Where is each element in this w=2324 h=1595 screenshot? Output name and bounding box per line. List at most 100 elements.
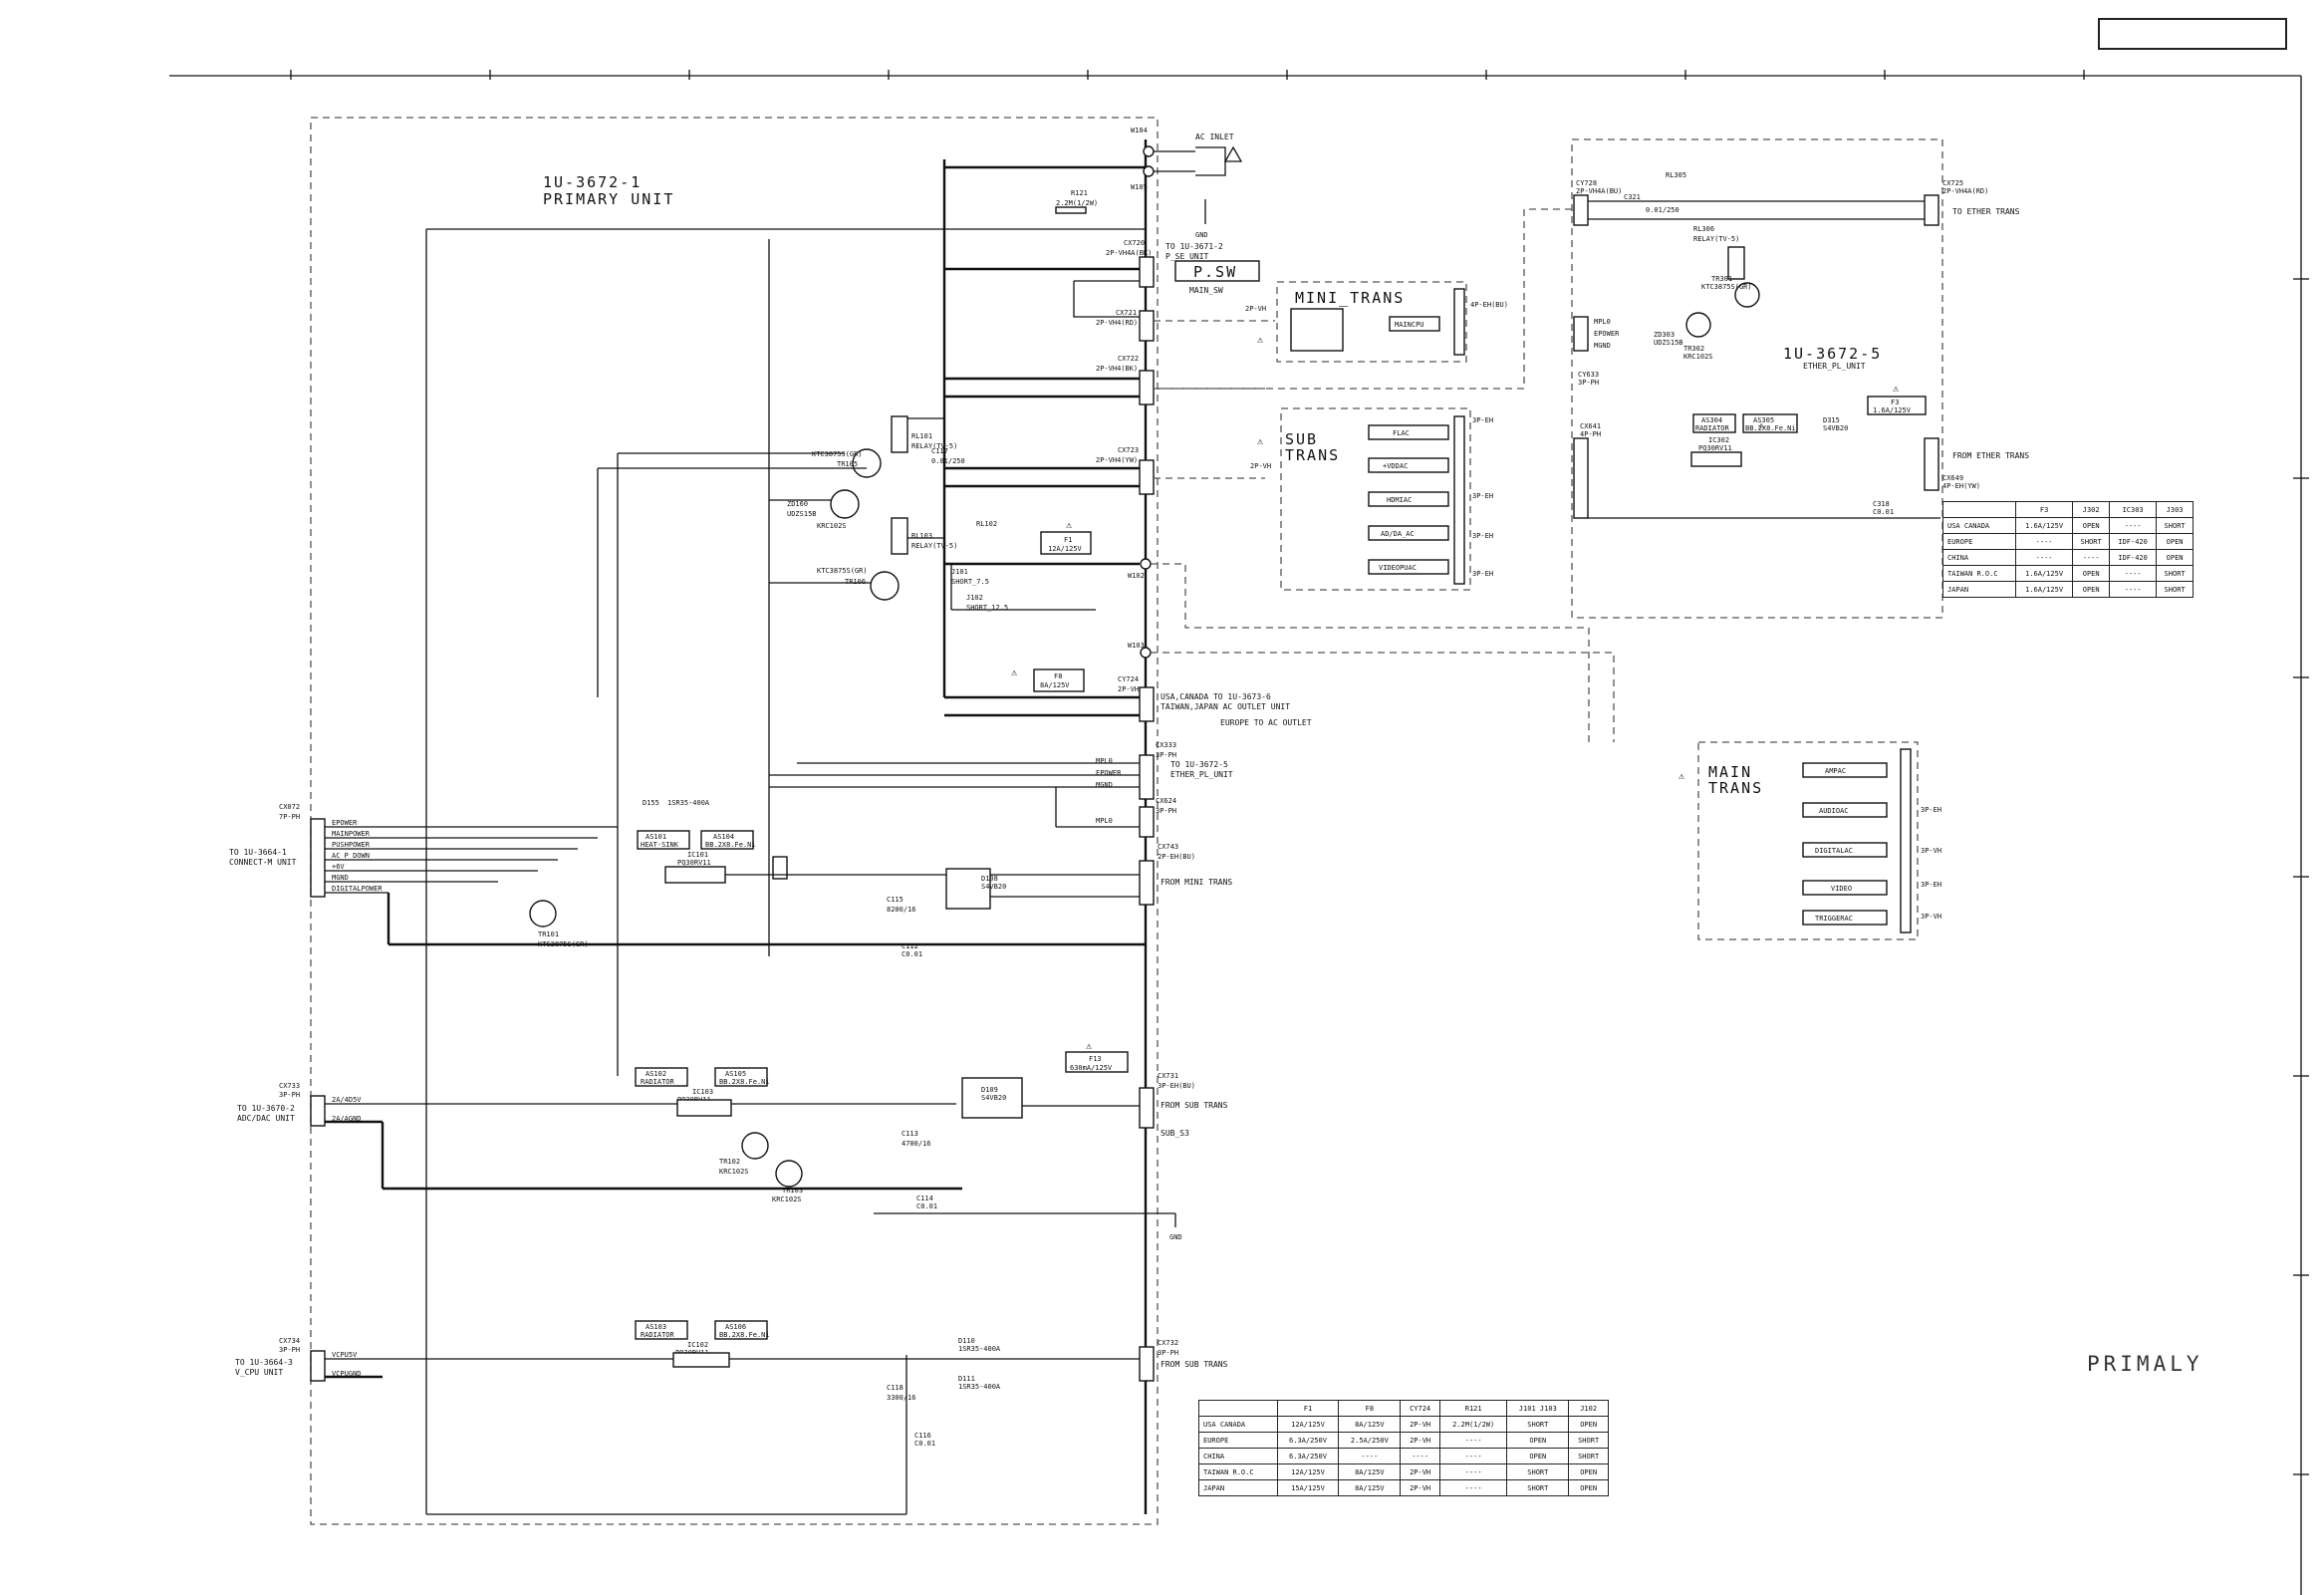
table-cell: 1.6A/125V — [2014, 581, 2074, 598]
svg-text:AD/DA_AC: AD/DA_AC — [1381, 530, 1415, 538]
svg-text:1.6A/125V: 1.6A/125V — [1873, 406, 1912, 414]
svg-text:3P-EH: 3P-EH — [1472, 416, 1493, 424]
table-row: EUROPE ---- SHORT IDF-420 OPEN — [1942, 533, 2194, 550]
svg-text:2P-VH: 2P-VH — [1245, 305, 1266, 313]
svg-text:RL102: RL102 — [976, 520, 997, 528]
svg-text:TO 1U-3670-2: TO 1U-3670-2 — [237, 1104, 295, 1113]
svg-text:CX333: CX333 — [1156, 741, 1176, 749]
table-cell: ---- — [1400, 1448, 1440, 1464]
table-cell: SHORT — [1506, 1416, 1570, 1433]
svg-text:C115: C115 — [887, 896, 904, 904]
svg-text:D155: D155 — [643, 799, 659, 807]
table-cell: SHORT — [2156, 565, 2194, 582]
svg-text:D315: D315 — [1823, 416, 1840, 424]
ether-trans-link — [1156, 208, 1572, 390]
svg-text:CY728: CY728 — [1576, 179, 1597, 187]
table-header-cell: J101 J103 — [1506, 1400, 1570, 1417]
svg-text:CX734: CX734 — [279, 1337, 300, 1345]
svg-text:BB.2X8.Fe.Ni: BB.2X8.Fe.Ni — [705, 841, 756, 849]
svg-text:2P-VH4A(RD): 2P-VH4A(RD) — [1942, 187, 1988, 195]
svg-text:ZD160: ZD160 — [787, 500, 808, 508]
svg-text:2A/AGND: 2A/AGND — [332, 1115, 362, 1123]
svg-text:SUB_S3: SUB_S3 — [1161, 1129, 1189, 1138]
svg-text:MAINPOWER: MAINPOWER — [332, 830, 371, 838]
svg-text:TR102: TR102 — [719, 1158, 740, 1166]
svg-text:AS102: AS102 — [646, 1070, 666, 1078]
table-cell: OPEN — [1568, 1463, 1609, 1480]
svg-text:3P-VH: 3P-VH — [1921, 913, 1941, 921]
table-cell: 6.3A/250V — [1276, 1448, 1340, 1464]
svg-text:TR103: TR103 — [782, 1187, 803, 1195]
table-cell: CHINA — [1942, 549, 2016, 566]
relay-rl101: RL101 RELAY(TV-5) C117 0.01/250 — [891, 415, 965, 465]
svg-text:AS304: AS304 — [1701, 416, 1722, 424]
svg-text:ADC/DAC UNIT: ADC/DAC UNIT — [237, 1114, 295, 1123]
svg-text:SHORT_7.5: SHORT_7.5 — [951, 578, 989, 586]
svg-text:AS305: AS305 — [1753, 416, 1774, 424]
table-cell: USA CANADA — [1942, 517, 2016, 534]
svg-text:CX725: CX725 — [1942, 179, 1963, 187]
svg-text:AC_P_DOWN: AC_P_DOWN — [332, 852, 370, 860]
svg-text:GND: GND — [1195, 231, 1208, 239]
table-cell: EUROPE — [1942, 533, 2016, 550]
svg-text:MAINCPU: MAINCPU — [1395, 321, 1424, 329]
svg-text:J101: J101 — [951, 568, 968, 576]
sub-trans: SUB TRANS ⚠ 2P-VH FLAC +VDDAC HDMIAC AD/… — [1250, 407, 1493, 591]
svg-text:CONNECT-M UNIT: CONNECT-M UNIT — [229, 858, 297, 867]
svg-text:IC102: IC102 — [687, 1341, 708, 1349]
table-cell: OPEN — [2156, 549, 2194, 566]
svg-text:3300/16: 3300/16 — [887, 1394, 916, 1402]
svg-text:RL306: RL306 — [1693, 225, 1714, 233]
caution-icon: ⚠ — [1758, 420, 1765, 431]
table-cell: SHORT — [1568, 1448, 1609, 1464]
primary-unit-board — [310, 117, 1159, 1525]
table-cell: ---- — [2014, 533, 2074, 550]
svg-text:IC101: IC101 — [687, 851, 708, 859]
svg-text:GND: GND — [1169, 1233, 1182, 1241]
svg-text:S4VB20: S4VB20 — [1823, 424, 1848, 432]
svg-text:C318: C318 — [1873, 500, 1890, 508]
table-cell: 12A/125V — [1276, 1416, 1340, 1433]
svg-text:TR101: TR101 — [538, 930, 559, 938]
svg-text:AMPAC: AMPAC — [1825, 767, 1846, 775]
table-row: JAPAN 15A/125V 8A/125V 2P-VH ---- SHORT … — [1198, 1479, 1609, 1496]
svg-text:C116: C116 — [914, 1432, 931, 1440]
svg-text:D108: D108 — [981, 875, 998, 883]
svg-text:12A/125V: 12A/125V — [1048, 545, 1083, 553]
svg-text:KRC102S: KRC102S — [719, 1168, 749, 1176]
table-cell: 1.6A/125V — [2014, 517, 2074, 534]
svg-text:AS106: AS106 — [725, 1323, 746, 1331]
svg-text:DIGITALAC: DIGITALAC — [1815, 847, 1853, 855]
table-cell: CHINA — [1198, 1448, 1278, 1464]
table-cell: ---- — [1438, 1448, 1508, 1464]
ether-spec-table: F3 J302 IC303 J303 USA CANADA 1.6A/125V … — [1942, 501, 2194, 598]
svg-text:CY724: CY724 — [1118, 675, 1139, 683]
tr104: KRC102S UDZS15B ZD160 — [787, 489, 860, 530]
svg-text:MINI_TRANS: MINI_TRANS — [1295, 289, 1405, 307]
svg-text:CX733: CX733 — [279, 1082, 300, 1090]
svg-text:BB.2X8.Fe.Ni: BB.2X8.Fe.Ni — [1745, 424, 1796, 432]
svg-text:1SR35-400A: 1SR35-400A — [958, 1345, 1001, 1353]
svg-text:2P-VH4(BK): 2P-VH4(BK) — [1096, 365, 1138, 373]
table-cell: ---- — [2072, 549, 2111, 566]
svg-text:W104: W104 — [1131, 127, 1148, 134]
table-cell: ---- — [2109, 517, 2158, 534]
svg-text:W105: W105 — [1131, 183, 1148, 191]
svg-text:C117: C117 — [931, 447, 948, 455]
svg-text:SUB: SUB — [1285, 430, 1318, 448]
table-cell: OPEN — [1506, 1448, 1570, 1464]
cx072-connector: CX072 7P-PH TO 1U-3664-1 CONNECT-M UNIT … — [229, 803, 1146, 946]
svg-text:2P-VH: 2P-VH — [1250, 462, 1271, 470]
svg-text:KTC3875S(GR): KTC3875S(GR) — [538, 940, 589, 948]
cx734-connector: CX734 3P-PH TO 1U-3664-3 V_CPU UNIT VCPU… — [235, 1337, 1140, 1382]
table-header-cell: F8 — [1338, 1400, 1402, 1417]
svg-text:DIGITALPOWER: DIGITALPOWER — [332, 885, 383, 893]
table-header-cell: J302 — [2072, 501, 2111, 518]
svg-text:CX743: CX743 — [1158, 843, 1178, 851]
svg-text:EPOWER: EPOWER — [1594, 330, 1620, 338]
svg-text:+6V: +6V — [332, 863, 345, 871]
table-cell: SHORT — [2156, 517, 2194, 534]
svg-text:ZD303: ZD303 — [1654, 331, 1675, 339]
svg-text:TRANS: TRANS — [1708, 779, 1763, 797]
